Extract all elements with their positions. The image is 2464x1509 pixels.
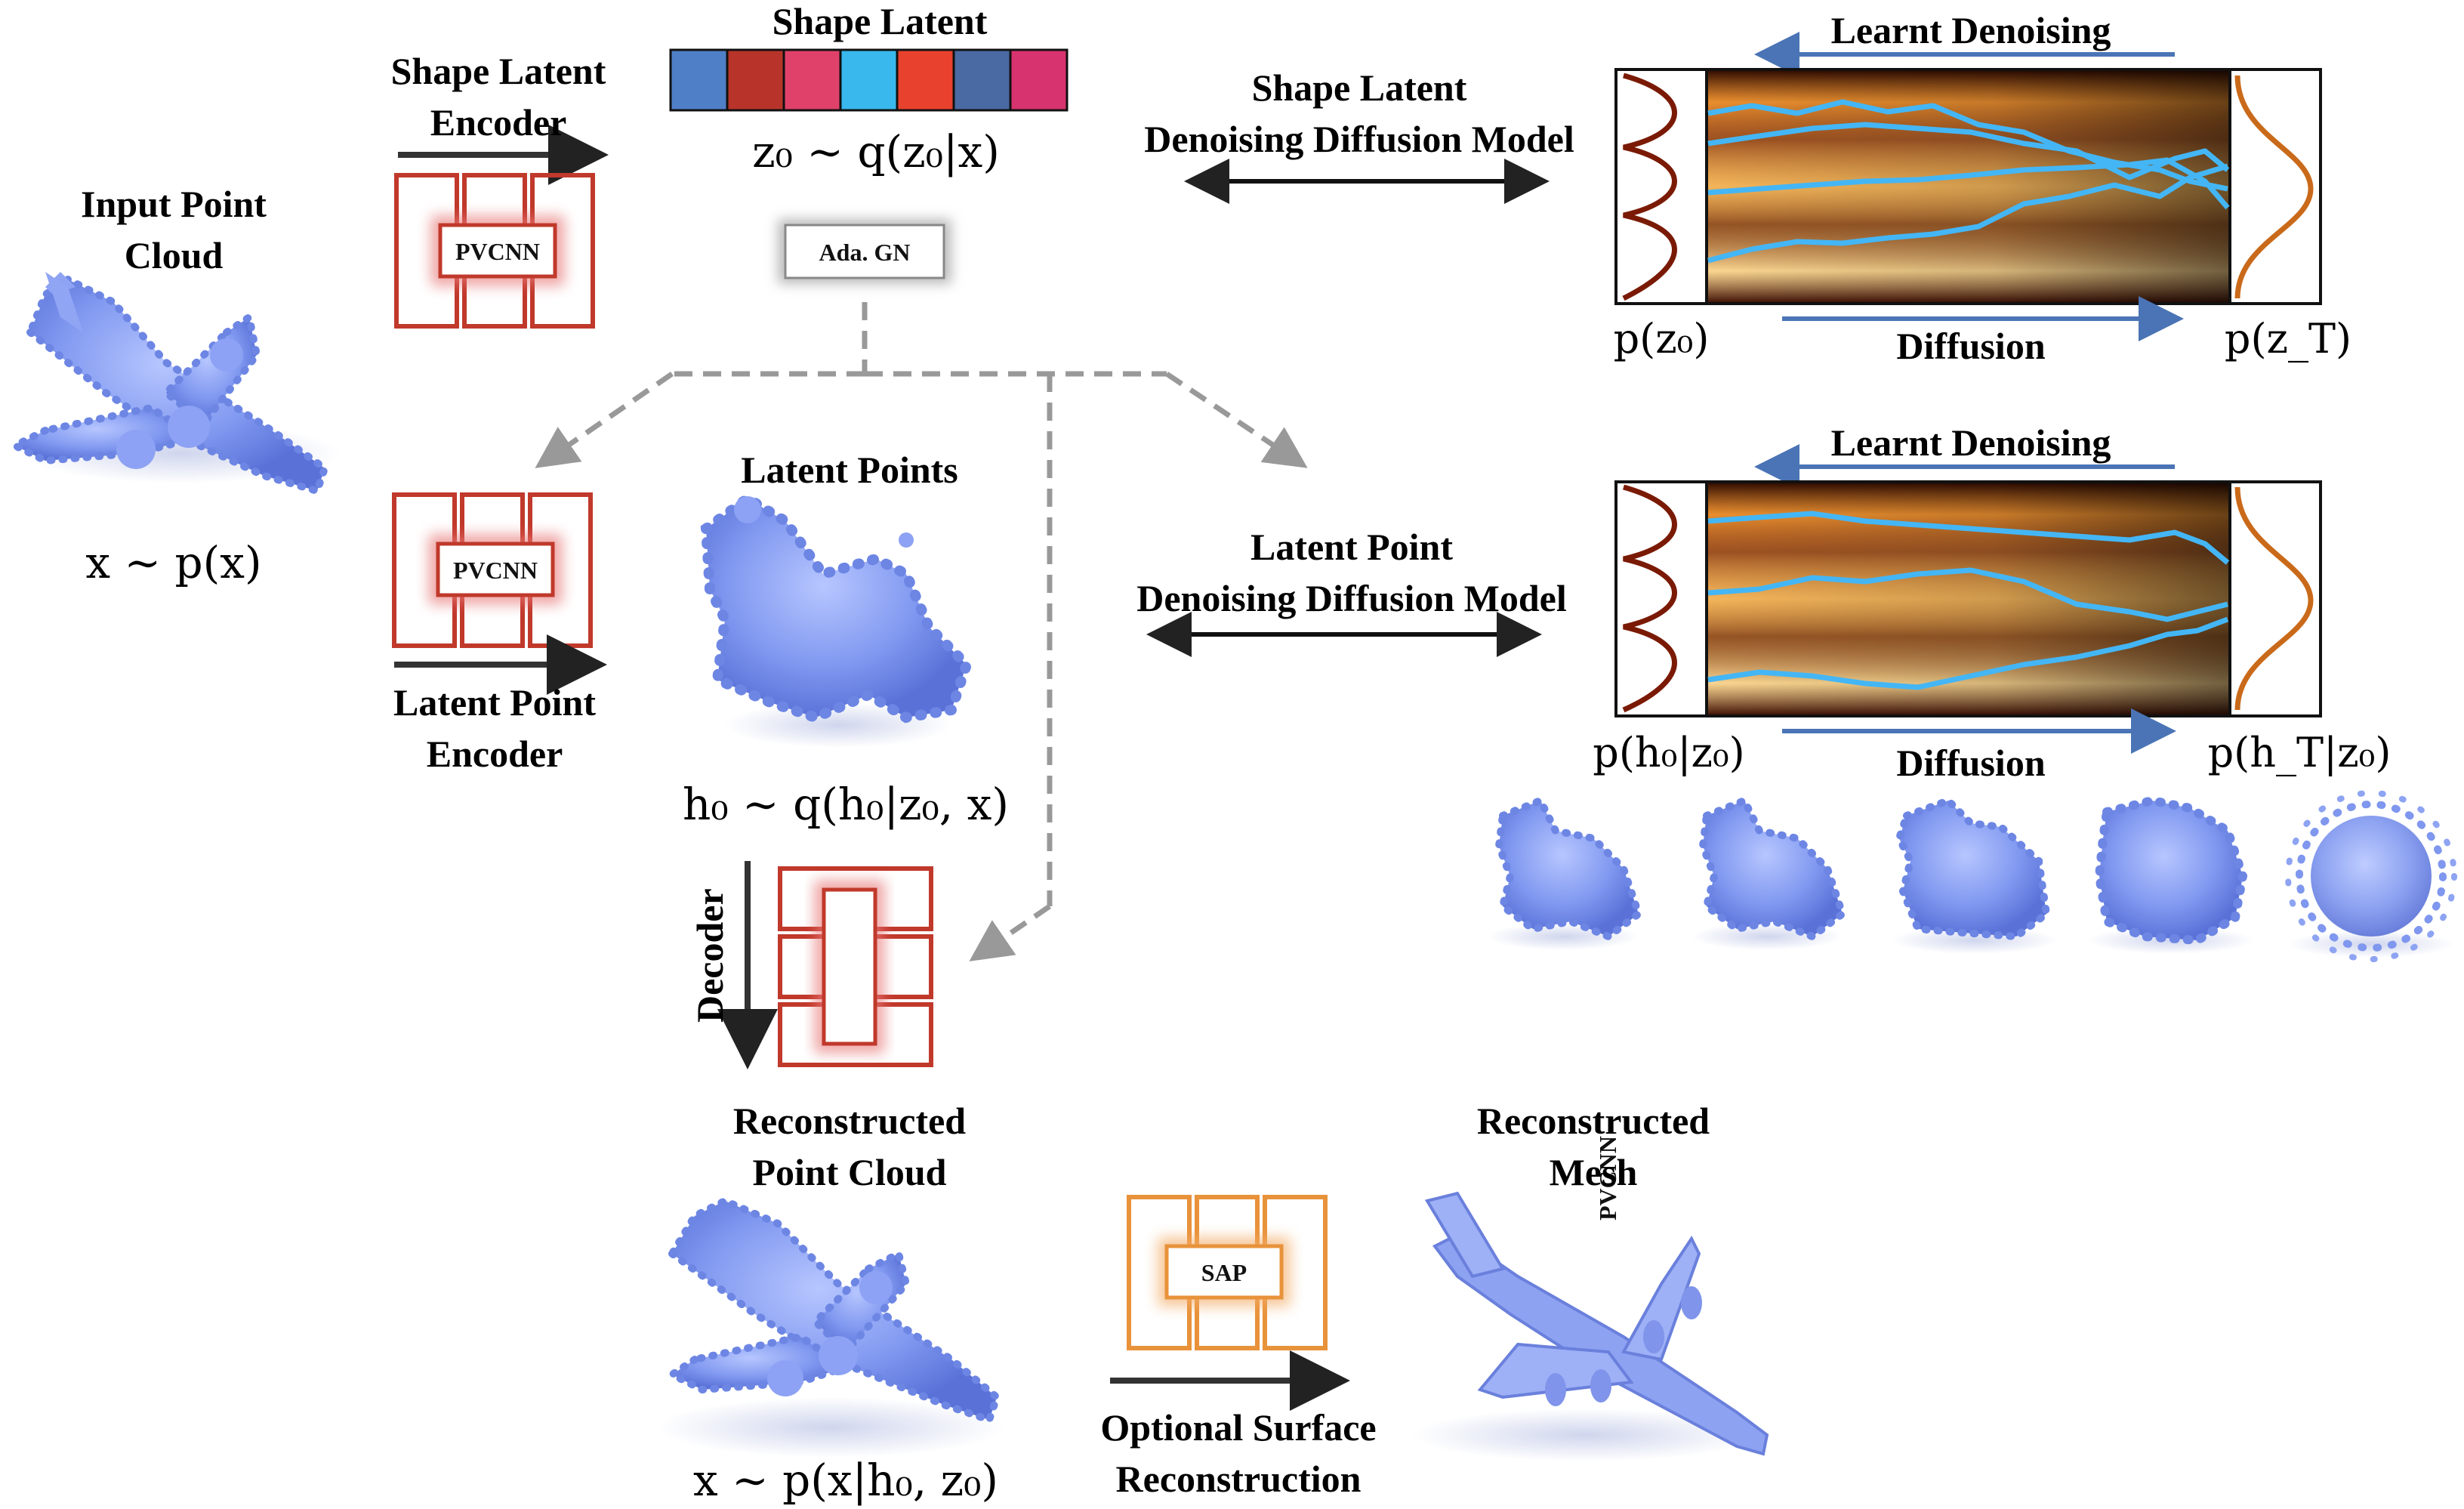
latent-prior-left-box xyxy=(1614,480,1708,717)
sap-block xyxy=(1127,1195,1328,1350)
decoder-label: Decoder xyxy=(689,888,731,1023)
latent-p-right: p(h_T|z₀) xyxy=(2207,729,2392,776)
latent-left-density-curve xyxy=(1622,484,1677,713)
recon-pc-math: x ∼ p(x|h₀, z₀) xyxy=(692,1455,999,1506)
decoder-box-label: PVCNN xyxy=(1594,1136,1621,1220)
diffusion-sequence xyxy=(1488,790,2457,962)
shape-latent-cell xyxy=(952,48,1012,112)
diffusion-step-4 xyxy=(2088,795,2254,954)
shape-latent-math: z₀ ∼ q(z₀|x) xyxy=(752,126,1000,177)
shape-latent-cell xyxy=(839,48,899,112)
shape-latent-cell xyxy=(669,48,729,112)
latent-right-density-curve xyxy=(2234,486,2314,711)
shape-p-left: p(z₀) xyxy=(1613,315,1710,363)
latent-trajectories xyxy=(1707,511,2230,690)
input-title: Input Point Cloud xyxy=(81,183,267,276)
reconstructed-mesh-airplane xyxy=(1412,1191,1769,1461)
latent-p-left: p(h₀|z₀) xyxy=(1593,729,1745,776)
diffusion-step-3 xyxy=(1892,796,2058,954)
shape-latent-vector xyxy=(669,48,1069,112)
shape-latent-cell xyxy=(1009,48,1069,112)
shape-right-density-curve xyxy=(2234,75,2314,299)
shape-encoder-box-label: PVCNN xyxy=(455,238,540,265)
diffusion-step-2 xyxy=(1691,795,1847,950)
recon-mesh-title: Reconstructed Mesh xyxy=(1476,1100,1710,1193)
reconstructed-point-cloud-airplane xyxy=(657,1196,1004,1458)
shape-prior-left-box xyxy=(1614,68,1708,305)
shape-left-density-curve xyxy=(1622,73,1677,301)
latent-ddm-title: Latent Point Denoising Diffusion Model xyxy=(1136,526,1567,619)
latent-points-cloud xyxy=(700,492,973,748)
shape-learnt-label: Learnt Denoising xyxy=(1830,9,2111,51)
shape-latent-title: Shape Latent xyxy=(772,0,988,42)
input-math: x ∼ p(x) xyxy=(85,537,262,588)
shape-ddm-panel xyxy=(1614,32,2322,341)
latent-ddm-panel xyxy=(1614,444,2322,754)
adagn-dashed-connectors xyxy=(535,302,1308,961)
sap-box-label: SAP xyxy=(1201,1259,1247,1286)
latent-encoder-box-label: PVCNN xyxy=(453,557,538,584)
diffusion-step-5 xyxy=(2285,790,2457,962)
input-point-cloud-airplane xyxy=(6,272,340,496)
latent-encoder-pvcnn-block xyxy=(392,492,593,648)
sap-title: Optional Surface Reconstruction xyxy=(1100,1406,1377,1500)
shape-trajectories xyxy=(1707,99,2230,264)
decoder-pvcnn-block xyxy=(778,866,933,1067)
latent-points-math: h₀ ∼ q(h₀|z₀, x) xyxy=(683,779,1009,830)
shape-p-right: p(z_T) xyxy=(2224,315,2352,363)
latent-encoder-title: Latent Point Encoder xyxy=(393,681,597,775)
shape-encoder-title: Shape Latent Encoder xyxy=(390,50,606,143)
latent-points-title: Latent Points xyxy=(741,449,958,491)
diffusion-step-1 xyxy=(1488,795,1643,950)
shape-latent-cell xyxy=(782,48,842,112)
latent-learnt-label: Learnt Denoising xyxy=(1830,421,2111,464)
shape-encoder-pvcnn-block xyxy=(394,173,595,329)
shape-diffusion-label: Diffusion xyxy=(1896,325,2046,367)
recon-pc-title: Reconstructed Point Cloud xyxy=(732,1100,967,1193)
latent-diffusion-label: Diffusion xyxy=(1896,742,2046,784)
adagn-block xyxy=(778,219,951,284)
shape-latent-cell xyxy=(726,48,785,112)
shape-latent-cell xyxy=(896,48,955,112)
shape-ddm-title: Shape Latent Denoising Diffusion Model xyxy=(1144,66,1574,160)
adagn-box-label: Ada. GN xyxy=(819,239,911,266)
